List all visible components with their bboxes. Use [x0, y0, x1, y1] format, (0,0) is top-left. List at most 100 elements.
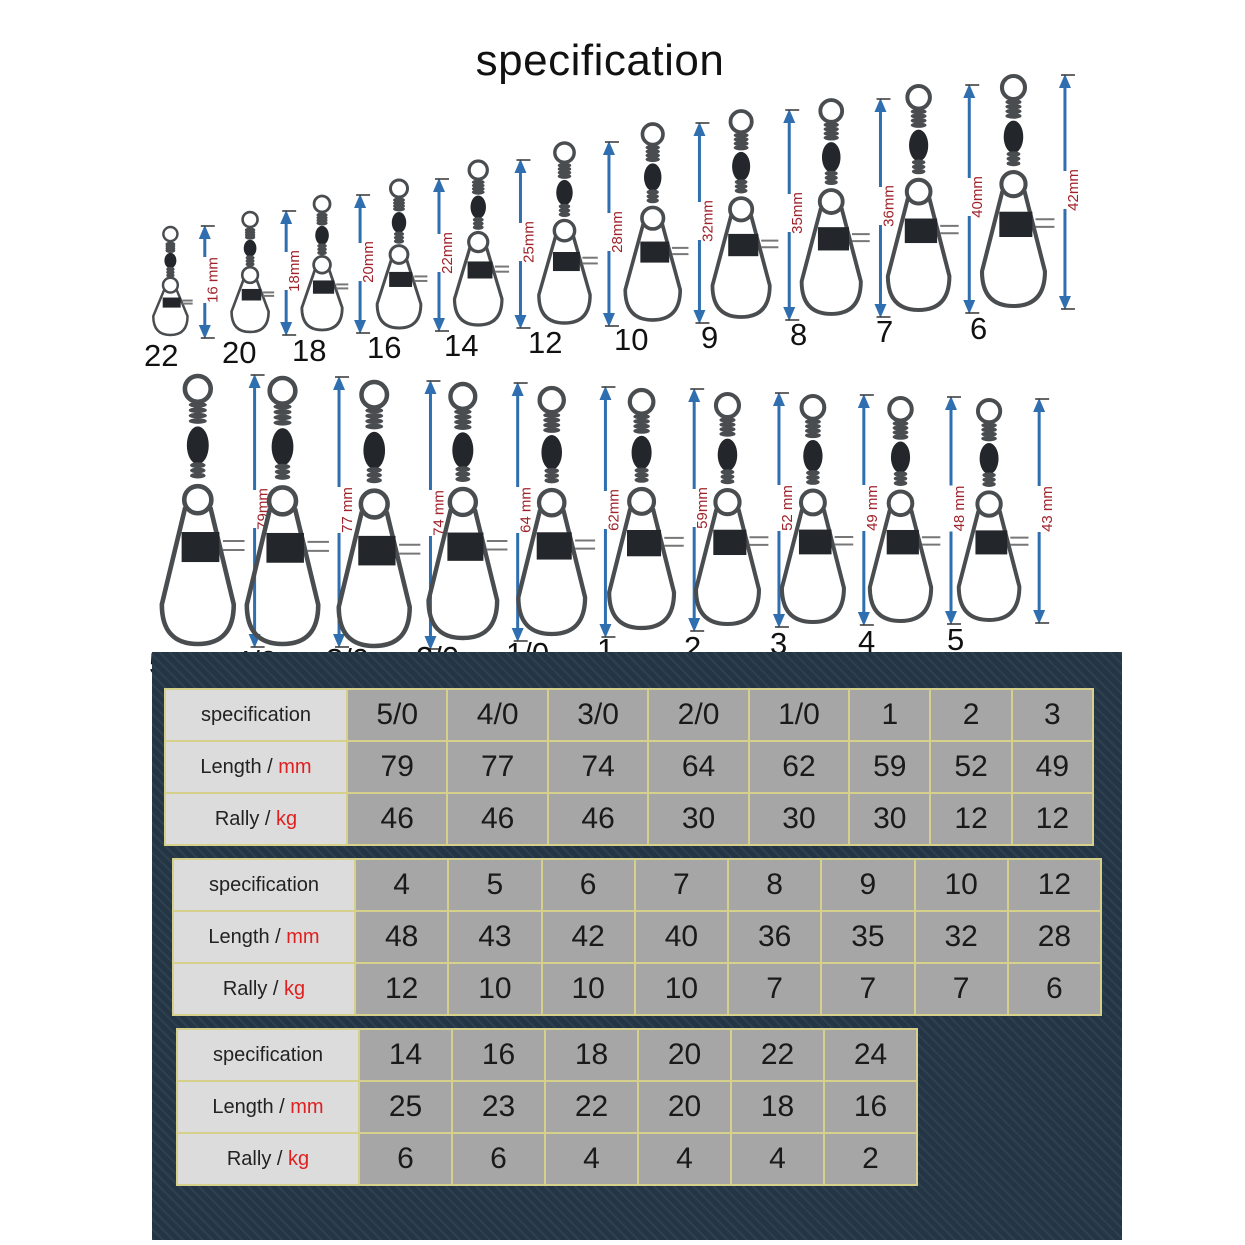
- swivel-snap-item: 28mm: [534, 141, 635, 327]
- length-cell: 52: [929, 740, 1013, 794]
- length-cell: 35: [820, 910, 916, 964]
- spec-cell: 10: [913, 858, 1009, 912]
- spec-cell: 1: [848, 688, 932, 742]
- swivel-snap-item: 59mm: [603, 387, 720, 632]
- rally-cell: 10: [540, 962, 636, 1016]
- length-label: Length: [212, 1095, 274, 1118]
- length-row-label: Length / mm: [164, 740, 348, 794]
- spec-cell: 12: [1006, 858, 1103, 912]
- swivel-snap-icon: 16 mm: [152, 225, 222, 339]
- rally-label: Rally: [226, 1147, 272, 1170]
- rally-cell: 46: [345, 792, 449, 846]
- spec-cell: 2: [929, 688, 1013, 742]
- length-label: 16 mm: [205, 257, 222, 303]
- rally-cell: 12: [353, 962, 450, 1016]
- swivel-snap-icon: 20mm: [300, 194, 377, 334]
- separator: /: [276, 1147, 283, 1170]
- length-label: 40mm: [969, 176, 986, 218]
- spec-row: specification 14 16 18 20 22 24: [176, 1028, 918, 1082]
- spec-table-3: specification 14 16 18 20 22 24 Length /…: [176, 1028, 918, 1186]
- length-label: 62mm: [605, 489, 622, 531]
- length-label: 36mm: [880, 185, 897, 227]
- size-label: 10: [614, 322, 649, 357]
- spec-cell: 4: [353, 858, 450, 912]
- length-cell: 36: [726, 910, 823, 964]
- swivel-snap-icon: 28mm: [537, 141, 626, 327]
- length-cell: 49: [1010, 740, 1095, 794]
- length-label: 22mm: [439, 232, 456, 274]
- length-cell: 77: [446, 740, 549, 794]
- swivel-snap-item: 25mm: [450, 159, 546, 329]
- length-cell: 22: [544, 1080, 639, 1134]
- rally-cell: 7: [726, 962, 823, 1016]
- swivel-snap-icon: 35mm: [710, 109, 806, 321]
- length-row: Length / mm 79 77 74 64 62 59 52 49: [164, 740, 1095, 794]
- length-cell: 74: [546, 740, 650, 794]
- rally-cell: 6: [1006, 962, 1103, 1016]
- length-cell: 42: [540, 910, 636, 964]
- swivel-snap-icon: 52 mm: [693, 391, 796, 628]
- length-cell: 62: [747, 740, 851, 794]
- spec-cell: 5/0: [345, 688, 449, 742]
- size-label: 14: [444, 328, 479, 363]
- swivel-snap-item: 36mm: [796, 98, 906, 318]
- length-label: 20mm: [360, 241, 377, 283]
- swivel-snap-item: 35mm: [707, 109, 815, 321]
- rally-row: Rally / kg 12 10 10 10 7 7 7 6: [172, 962, 1103, 1016]
- swivel-snap-item: 49 mm: [776, 393, 890, 626]
- rally-cell: 46: [446, 792, 549, 846]
- length-cell: 20: [637, 1080, 732, 1134]
- spec-cell: 18: [544, 1028, 639, 1082]
- swivel-row-large: 79mm5/077 mm4/074 mm3/064 mm2/062mm1/059…: [0, 360, 1245, 681]
- spec-cell: 24: [823, 1028, 918, 1082]
- length-label: 48 mm: [951, 486, 968, 532]
- rally-cell: 7: [913, 962, 1009, 1016]
- length-unit: mm: [278, 755, 312, 778]
- rally-row: Rally / kg 46 46 46 30 30 30 12 12: [164, 792, 1095, 846]
- length-cell: 64: [647, 740, 750, 794]
- length-cell: 79: [345, 740, 449, 794]
- length-row: Length / mm 48 43 42 40 36 35 32 28: [172, 910, 1103, 964]
- rally-cell: 10: [633, 962, 730, 1016]
- rally-label: Rally: [214, 807, 260, 830]
- swivel-snap-item: 18mm: [228, 210, 312, 336]
- spec-table-1: specification 5/0 4/0 3/0 2/0 1/0 1 2 3 …: [164, 688, 1095, 846]
- length-cell: 16: [823, 1080, 918, 1134]
- size-label: 4: [858, 624, 876, 659]
- rally-cell: 12: [1010, 792, 1095, 846]
- spec-cell: 4/0: [446, 688, 549, 742]
- swivel-snap-item: 62mm: [512, 385, 631, 638]
- rally-unit: kg: [276, 807, 298, 830]
- rally-cell: 12: [929, 792, 1013, 846]
- length-label: Length: [200, 755, 262, 778]
- spec-row-label: specification: [172, 858, 356, 912]
- length-label: 77 mm: [339, 487, 356, 533]
- separator: /: [279, 1095, 285, 1118]
- swivel-snap-icon: 43 mm: [956, 398, 1056, 624]
- spec-cell: 22: [730, 1028, 825, 1082]
- swivel-snap-item: 43 mm: [953, 398, 1065, 624]
- spec-table-2: specification 4 5 6 7 8 9 10 12 Length /…: [172, 858, 1103, 1016]
- swivel-snap-item: 52 mm: [690, 391, 805, 628]
- swivel-snap-icon: 62mm: [516, 385, 622, 638]
- spec-row-label: specification: [164, 688, 348, 742]
- swivel-snap-item: 42mm: [976, 73, 1091, 310]
- length-unit: mm: [290, 1095, 324, 1118]
- length-label: 59mm: [694, 487, 711, 529]
- length-cell: 18: [730, 1080, 825, 1134]
- swivel-snap-icon: 49 mm: [779, 393, 881, 626]
- spec-row: specification 5/0 4/0 3/0 2/0 1/0 1 2 3: [164, 688, 1095, 742]
- spec-cell: 16: [451, 1028, 546, 1082]
- swivel-snap-icon: 32mm: [623, 122, 716, 324]
- length-cell: 32: [913, 910, 1009, 964]
- rally-row: Rally / kg 6 6 4 4 4 2: [176, 1132, 918, 1186]
- size-label: 16: [367, 330, 402, 365]
- length-label: 52 mm: [779, 485, 796, 531]
- rally-cell: 30: [747, 792, 851, 846]
- rally-row-label: Rally / kg: [164, 792, 348, 846]
- rally-row-label: Rally / kg: [172, 962, 356, 1016]
- rally-cell: 30: [848, 792, 932, 846]
- page-title: specification: [475, 36, 725, 85]
- spec-cell: 6: [540, 858, 636, 912]
